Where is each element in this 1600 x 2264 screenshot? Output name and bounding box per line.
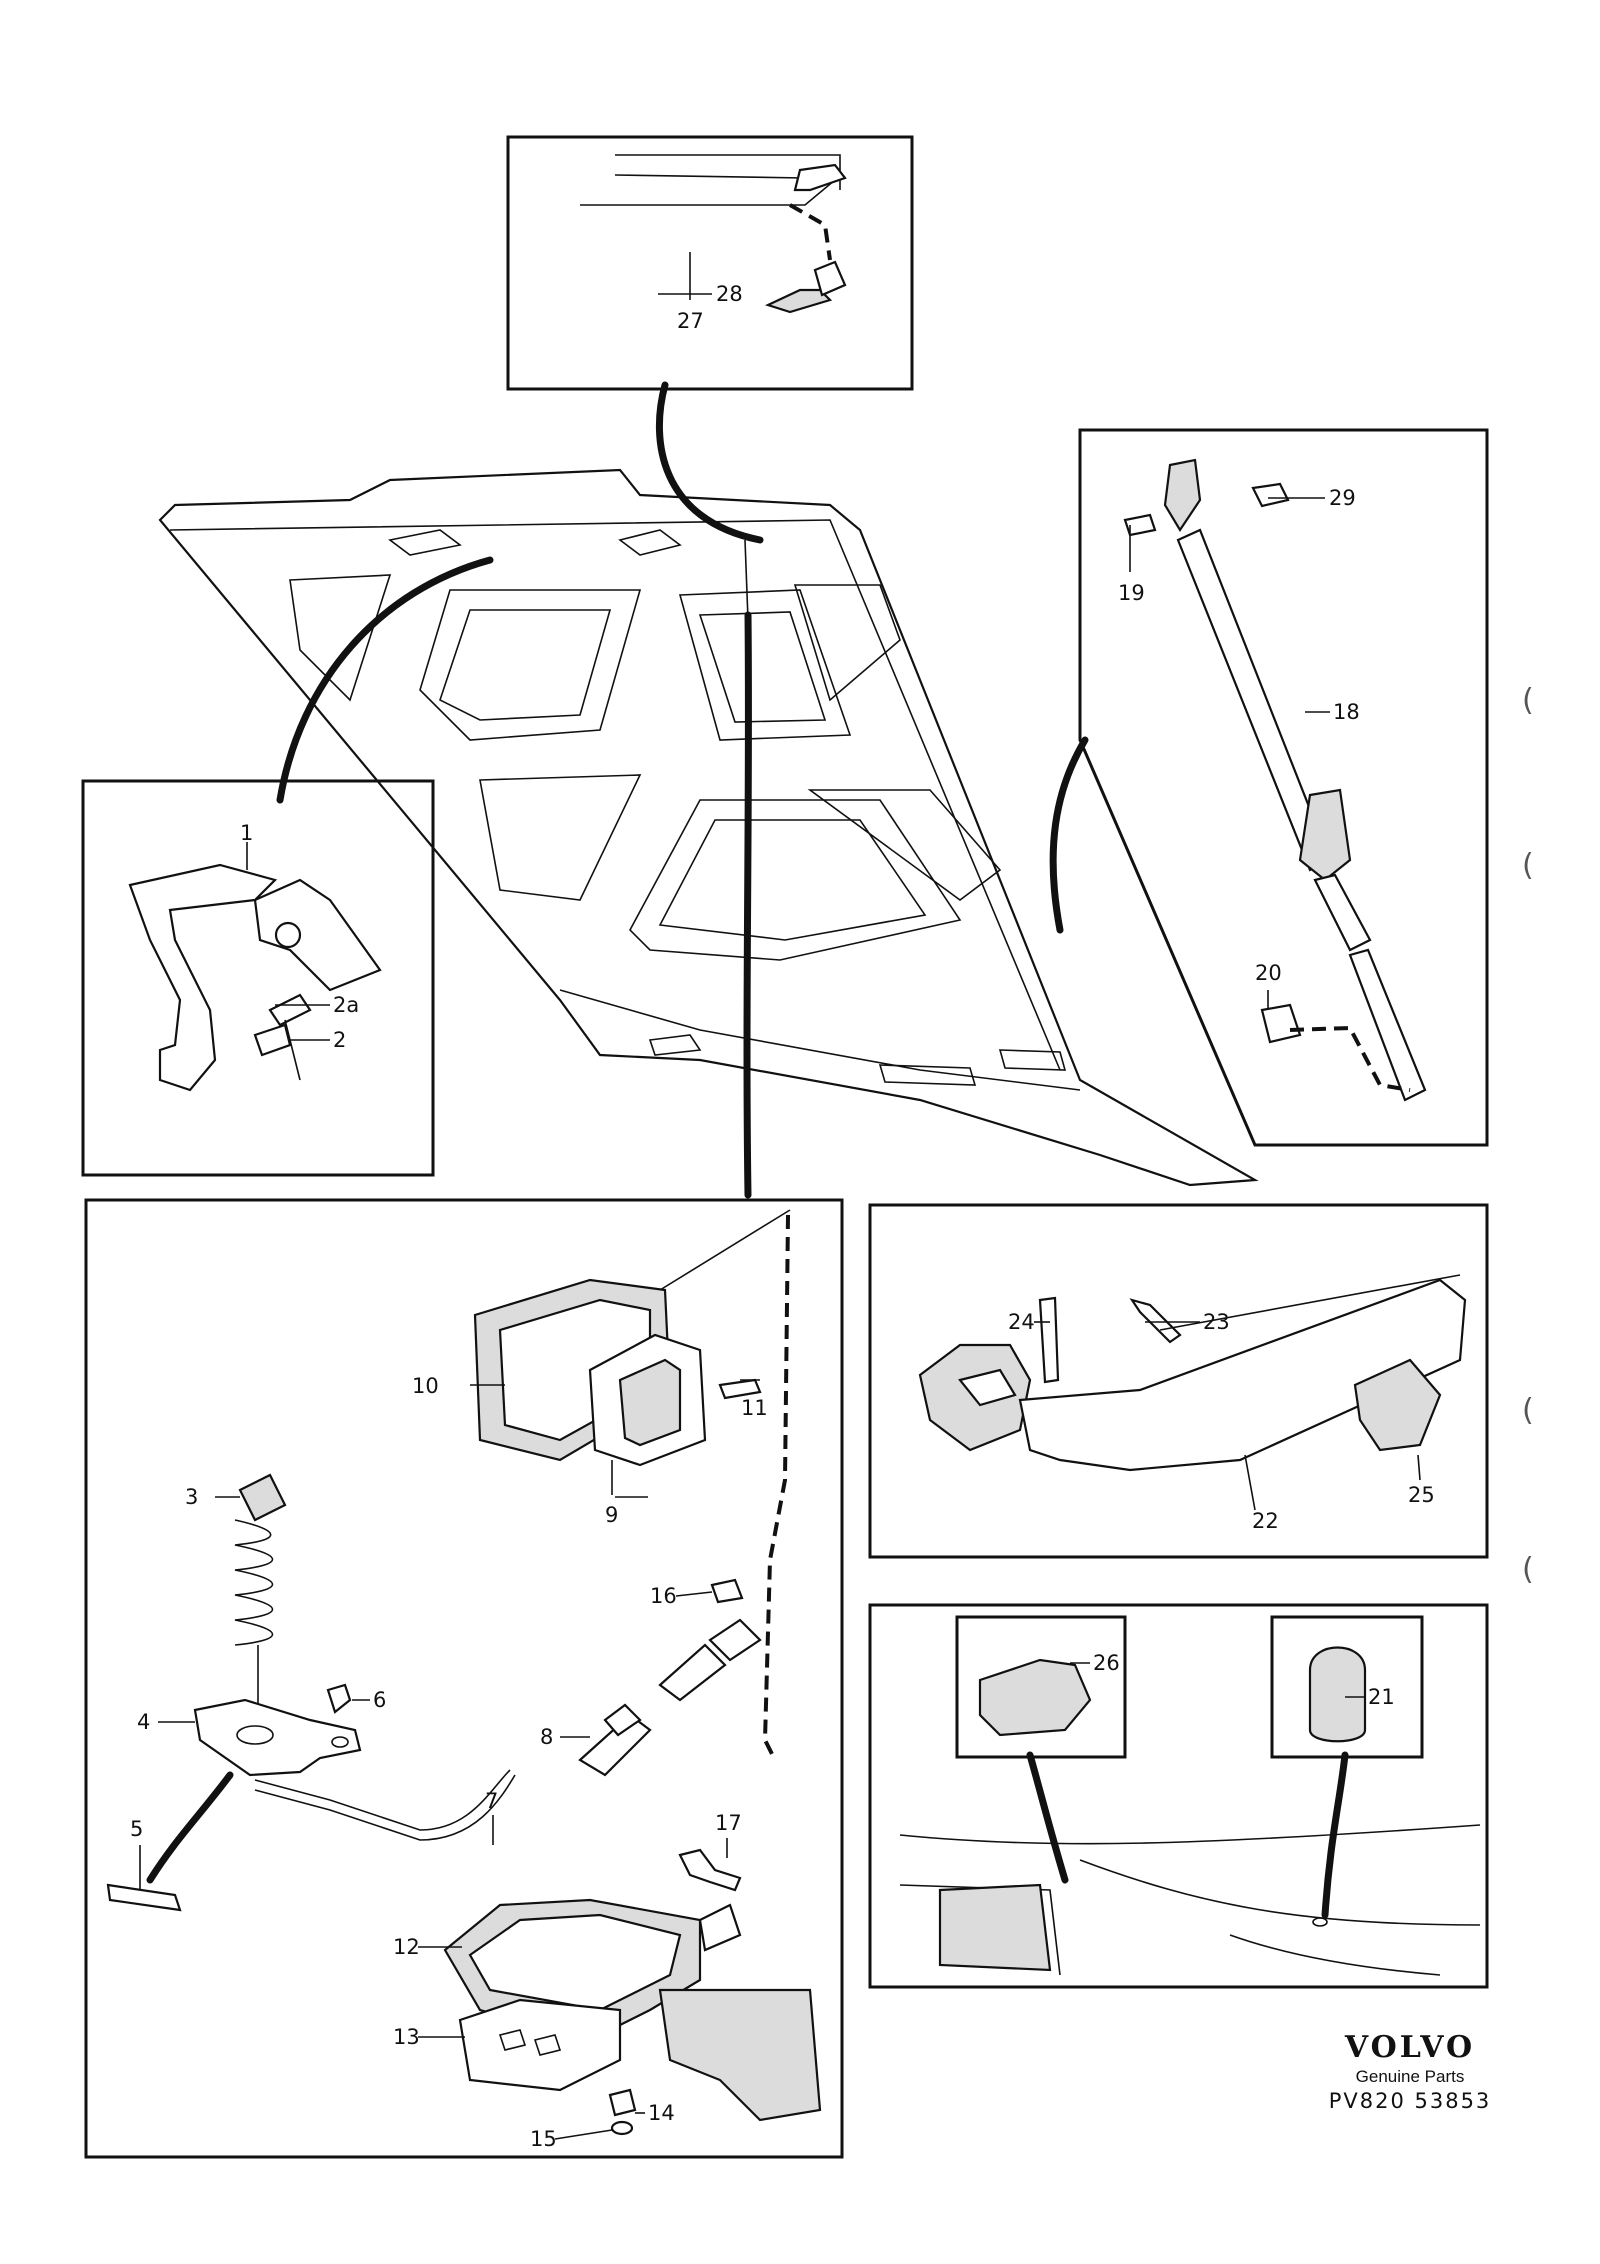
callout-22: 22 <box>1252 1509 1279 1533</box>
callout-23: 23 <box>1203 1310 1230 1334</box>
brand-footer: VOLVO Genuine Parts PV820 53853 <box>1300 2030 1520 2113</box>
callout-28: 28 <box>716 282 743 306</box>
callout-20: 20 <box>1255 961 1282 985</box>
brand-logo: VOLVO <box>1344 2030 1476 2065</box>
callout-15: 15 <box>530 2127 557 2151</box>
leader-lines <box>139 252 1421 2140</box>
callout-1: 1 <box>240 821 253 845</box>
box-lock-cable <box>84 1198 844 2159</box>
callout-11: 11 <box>741 1396 768 1420</box>
leader-curve-27 <box>655 381 764 544</box>
box-latch-bracket <box>868 1203 1489 1559</box>
callout-3: 3 <box>185 1485 198 1509</box>
callout-14: 14 <box>648 2101 675 2125</box>
callout-5: 5 <box>130 1817 143 1841</box>
brand-subtitle: Genuine Parts <box>1355 2067 1465 2086</box>
callout-4: 4 <box>137 1710 150 1734</box>
hood-panel <box>158 468 1259 1187</box>
callout-26: 26 <box>1093 1651 1120 1675</box>
callout-18: 18 <box>1333 700 1360 724</box>
callout-6: 6 <box>373 1688 386 1712</box>
diagram-code: PV820 53853 <box>1328 2089 1492 2113</box>
callout-13: 13 <box>393 2025 420 2049</box>
callout-24: 24 <box>1008 1310 1035 1334</box>
box-weatherstrip <box>506 135 914 391</box>
parenthesis-mark: ( <box>1522 848 1534 883</box>
callout-7: 7 <box>485 1789 498 1813</box>
callout-12: 12 <box>393 1935 420 1959</box>
callout-29: 29 <box>1329 486 1356 510</box>
callout-10: 10 <box>412 1374 439 1398</box>
parenthesis-mark: ( <box>1522 1552 1534 1587</box>
leader-curve-1 <box>276 556 494 804</box>
callout-9: 9 <box>605 1503 618 1527</box>
callout-2a: 2a <box>333 993 359 1017</box>
leader-curve-18 <box>1049 736 1089 934</box>
callout-16: 16 <box>650 1584 677 1608</box>
callout-8: 8 <box>540 1725 553 1749</box>
callout-27: 27 <box>677 309 704 333</box>
parenthesis-mark: ( <box>1522 1393 1534 1428</box>
callout-21: 21 <box>1368 1685 1395 1709</box>
leader-curve-9 <box>743 611 752 1199</box>
parenthesis-mark: ( <box>1522 683 1534 718</box>
callout-25: 25 <box>1408 1483 1435 1507</box>
box-buffers <box>868 1603 1489 1989</box>
callout-17: 17 <box>715 1811 742 1835</box>
box-hood-hook <box>81 779 435 1177</box>
callout-labels: 1 2a 2 27 28 29 19 18 20 10 11 9 3 16 6 … <box>130 282 1435 2151</box>
box-gas-strut <box>1078 428 1489 1147</box>
callout-19: 19 <box>1118 581 1145 605</box>
callout-2: 2 <box>333 1028 346 1052</box>
